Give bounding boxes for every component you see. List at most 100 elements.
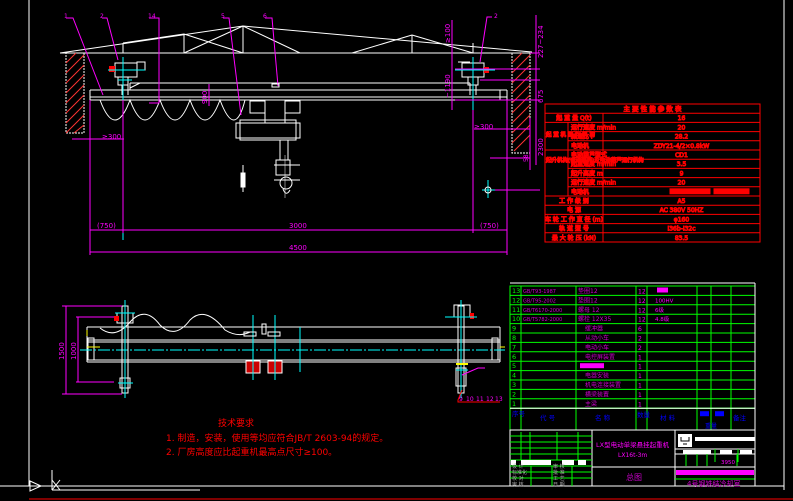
bom-row-name: 螺栓 12X35 xyxy=(578,315,611,323)
spec-row-label: 运行速度 m/min xyxy=(571,123,616,131)
title-sign-label: 设 计 xyxy=(512,463,524,470)
spec-row-label: 减速比 i xyxy=(571,133,593,141)
spec-row-label: 车 轮 工 作 直 径 (m) xyxy=(545,215,603,223)
title-sign-label: 工 艺 xyxy=(553,476,565,482)
bom-row-code: GB/T5782-2000 xyxy=(523,317,562,323)
bom-row-qty: 1 xyxy=(638,401,642,408)
dim-clearance-left: ≥300 xyxy=(102,133,121,141)
bom-name-fill xyxy=(580,363,604,369)
balloon-leaders xyxy=(457,367,500,403)
balloon-12: 12 xyxy=(486,396,494,403)
bom-row-name: 垫圈12 xyxy=(578,287,598,295)
bom-header-code: 代 号 xyxy=(540,413,556,422)
spec-row-value: CD1 xyxy=(675,152,688,159)
bom-header-no: 序号 xyxy=(512,409,526,418)
tech-requirements-title: 技术要求 xyxy=(218,417,254,429)
bom-row-number: 1 xyxy=(512,400,516,408)
plan-hoist xyxy=(243,315,301,380)
bom-row-qty: 1 xyxy=(638,392,642,399)
title-fill xyxy=(511,460,516,465)
spec-row-value: A5 xyxy=(678,198,686,205)
dimension-lines xyxy=(72,15,540,255)
bom-row-number: 8 xyxy=(512,334,516,342)
electric-hoist xyxy=(235,100,301,194)
dim-900: 900 xyxy=(201,91,209,104)
spec-row-label: 运行速度 m/min xyxy=(571,179,616,187)
spec-row-value: ZDY21-4/2×0.8kW xyxy=(654,143,710,150)
bom-row-qty: 2 xyxy=(638,345,642,352)
dim-2300: 2300 xyxy=(537,138,545,156)
bom-row-name: 电器安装 xyxy=(585,372,609,380)
balloon-11: 11 xyxy=(476,396,484,403)
spec-row-value: 3.5 xyxy=(677,161,687,168)
spec-row-label: 轨 道 型 号 xyxy=(559,225,589,233)
dim-overhang-right: (750) xyxy=(480,222,499,230)
leader-label-5: 5 xyxy=(221,13,225,20)
bom-header-weight-fill xyxy=(715,411,724,417)
bom-row-name: 缓冲器 xyxy=(585,325,603,333)
bom-header-weight-fill xyxy=(700,411,709,417)
bom-row-material: 4.8级 xyxy=(655,315,670,323)
bom-row-qty: 12 xyxy=(638,298,646,305)
dim-total: 4500 xyxy=(289,244,307,252)
bom-row-name: 电动小车 xyxy=(585,343,609,351)
title-fill xyxy=(740,450,752,454)
scale-value: 3950 xyxy=(721,460,735,466)
leader-label-1: 1 xyxy=(64,13,68,20)
bom-row-qty: 2 xyxy=(638,336,642,343)
title-sign-label: 审 核 xyxy=(512,481,524,488)
bom-row-qty: 12 xyxy=(638,317,646,324)
spec-row-label: 电动机 xyxy=(571,188,589,196)
spec-row-value: 16 xyxy=(678,115,686,122)
title-sign-label: 校 对 xyxy=(512,475,524,482)
ucs-icon xyxy=(0,470,200,492)
bom-row-number: 7 xyxy=(512,343,516,351)
plan-dim-1500: 1500 xyxy=(58,342,66,360)
bom-row-code: GB/T93-1987 xyxy=(523,289,556,295)
bom-row-code: GB/T6170-2000 xyxy=(523,308,562,314)
title-fill xyxy=(683,450,711,454)
bom-row-name: 垫圈12 xyxy=(578,296,598,304)
company-name: 4号钢铁结冷却室 xyxy=(687,479,740,488)
bom-row-name: 机电连接装置 xyxy=(585,381,621,389)
spec-row-value: 9 xyxy=(680,170,684,177)
bom-material-fill xyxy=(657,287,668,293)
dim-1190: ~1190 xyxy=(444,74,452,98)
bom-row-name: 螺母 12 xyxy=(578,306,600,314)
spec-group-label: 起 重 机 运 行 机 构 xyxy=(546,130,595,138)
spec-row-label: 工 作 级 别 xyxy=(559,197,589,205)
title-magenta-fill xyxy=(676,470,754,475)
spec-row-value: 20 xyxy=(678,124,686,131)
spec-row-label: 起升高度 m xyxy=(571,169,603,177)
plan-dim-1000: 1000 xyxy=(70,342,78,360)
elevation-view: 1 2 14 5 6 2 xyxy=(59,13,545,255)
bom-row-material: 100HV xyxy=(655,298,674,304)
spec-group-label: 起升机构(电动葫芦)及电动葫芦运行机构 xyxy=(546,156,644,164)
product-model: LX16t-3m xyxy=(618,452,647,459)
dim-227-234: 227~234 xyxy=(537,25,545,58)
spec-row-label: 起重速度 m/min xyxy=(571,160,616,168)
bom-row-qty: 1 xyxy=(638,354,642,361)
motor-value-bar xyxy=(669,188,711,195)
bom-row-number: 2 xyxy=(512,390,516,398)
dim-58: 58 xyxy=(523,154,530,162)
plan-right-truck xyxy=(453,304,474,394)
leader-lines xyxy=(66,16,492,116)
dim-overhang-left: (750) xyxy=(97,222,116,230)
leader-label-2: 2 xyxy=(100,13,104,20)
plan-cable-festoon xyxy=(99,313,251,336)
balloon-13: 13 xyxy=(495,396,503,403)
spec-row-label: 电动葫芦型式 xyxy=(571,151,607,159)
right-wall xyxy=(511,52,531,154)
bom-header-note: 备注 xyxy=(733,413,747,422)
bom-row-name: 电控屏装置 xyxy=(585,353,615,361)
bom-row-qty: 6 xyxy=(638,326,642,333)
bom-row-number: 5 xyxy=(512,362,516,370)
spec-row-value: φ160 xyxy=(674,216,690,223)
title-fill xyxy=(521,460,551,465)
bom-row-number: 12 xyxy=(512,296,520,304)
